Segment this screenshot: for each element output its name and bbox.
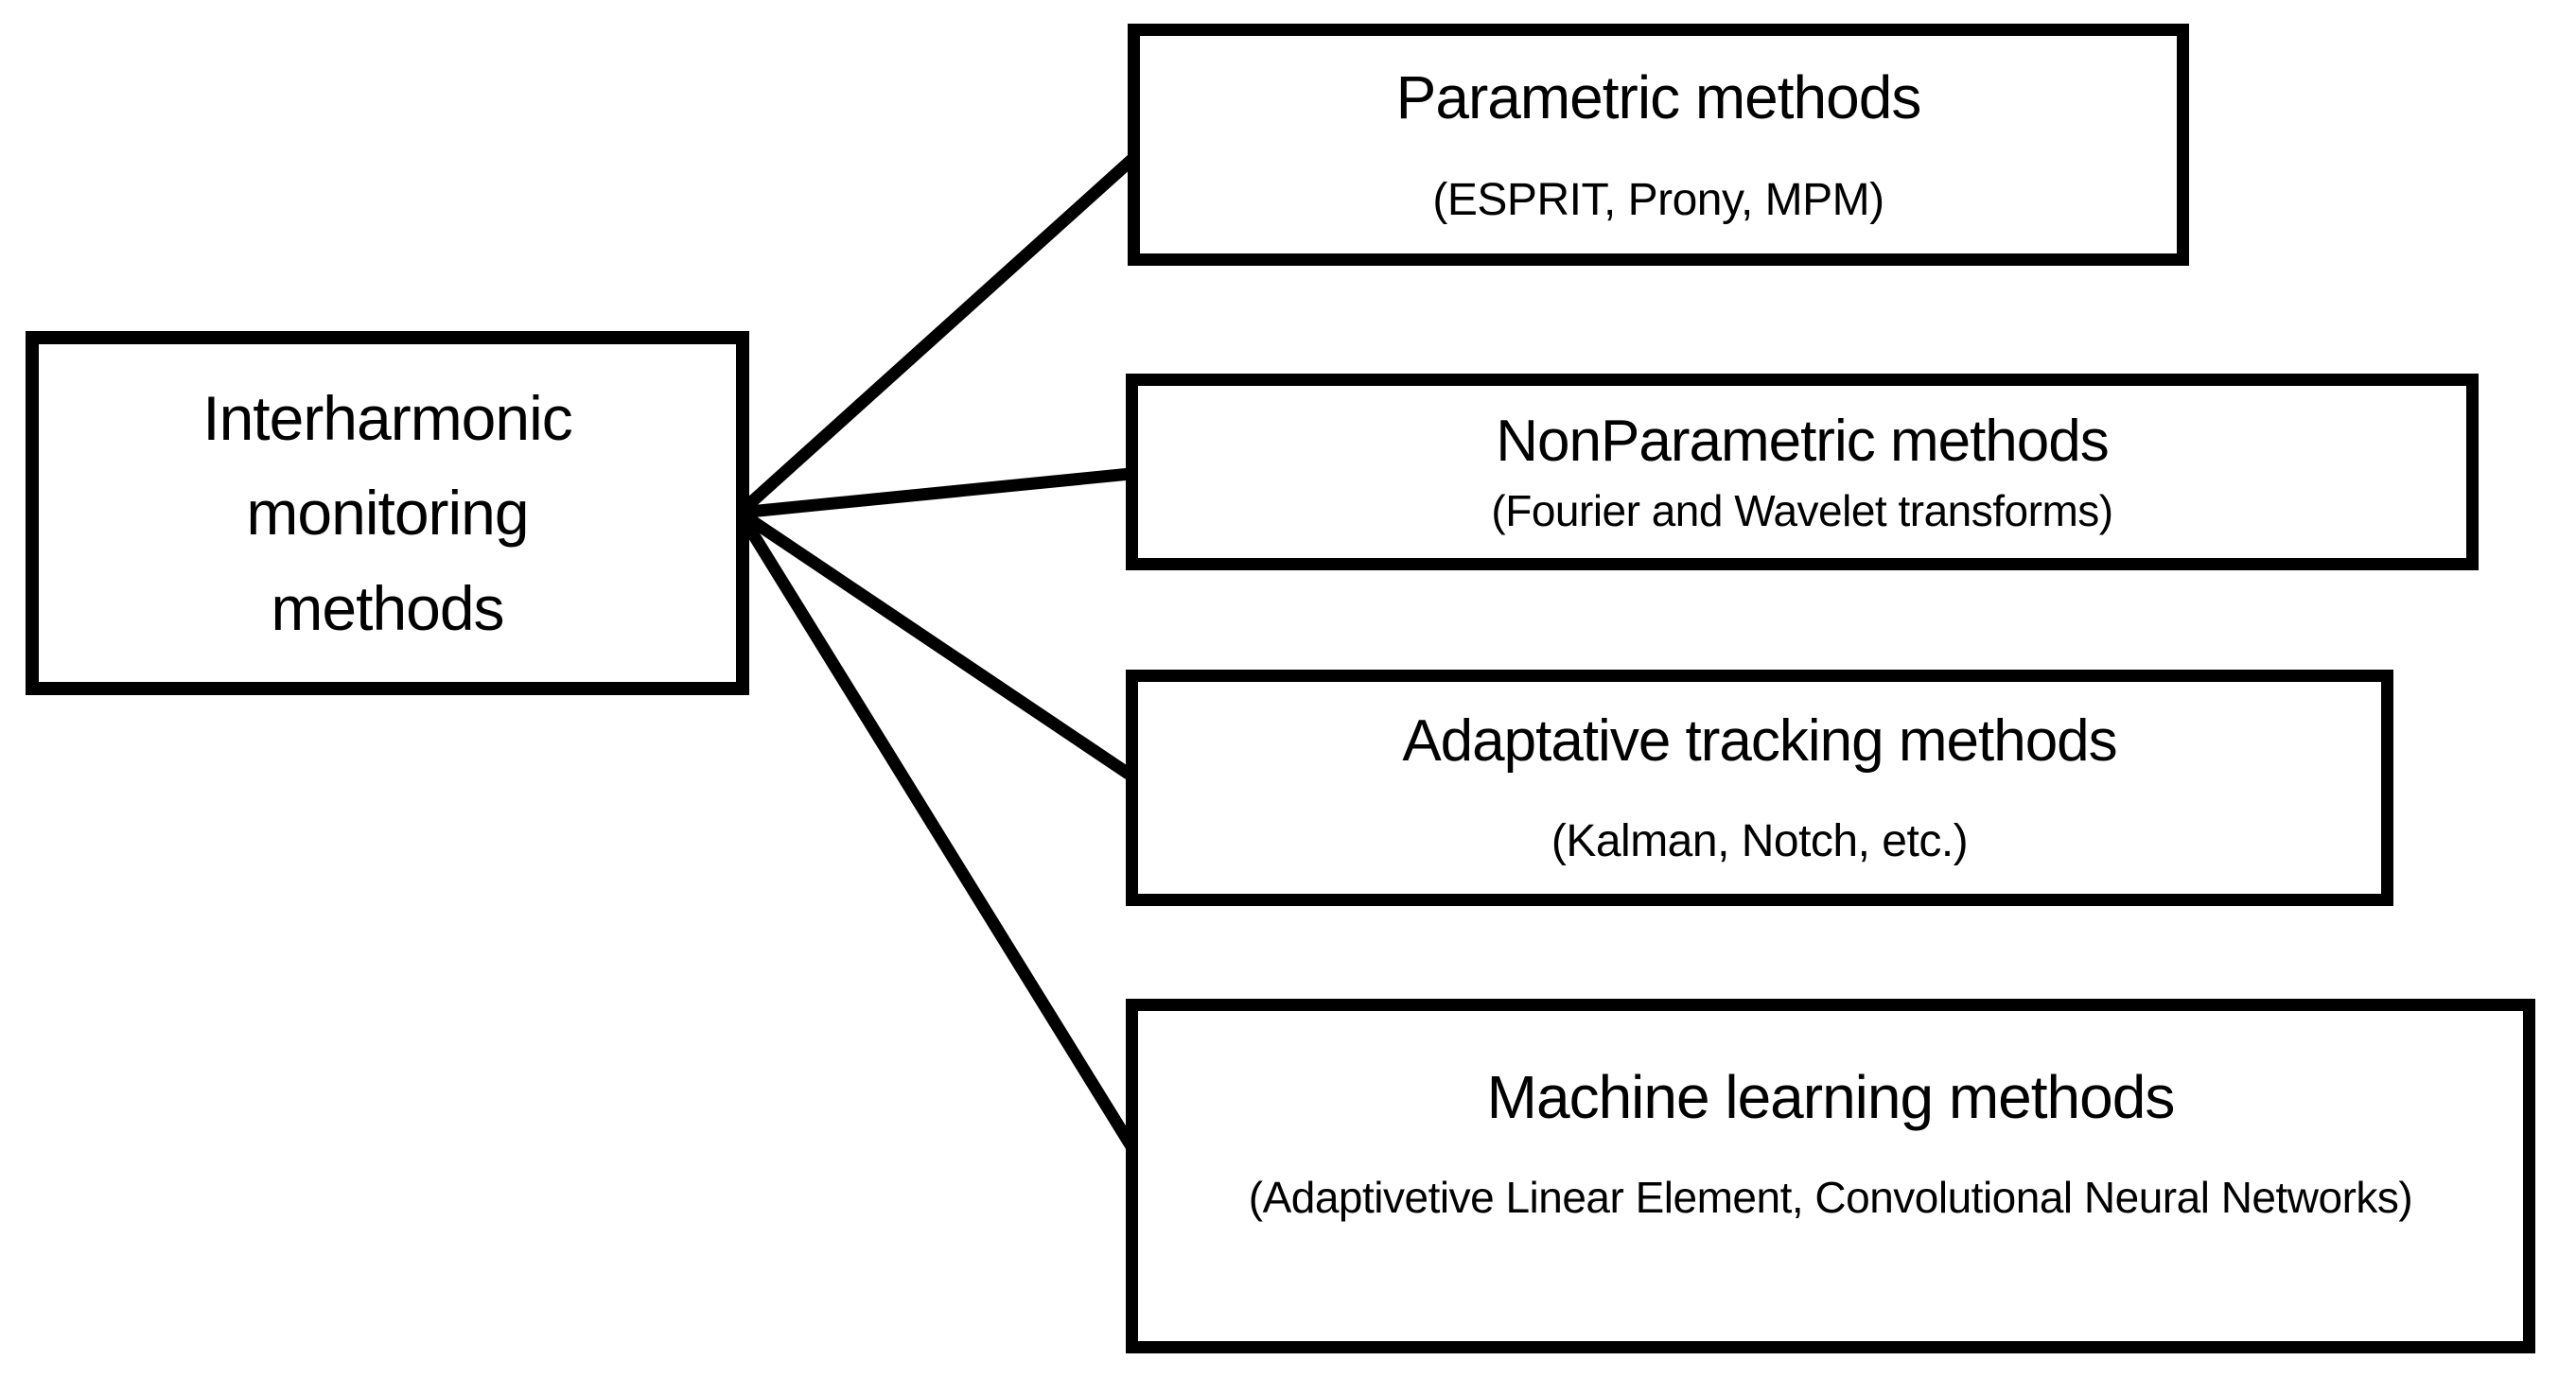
branch-adaptative-subtitle: (Kalman, Notch, etc.) — [1551, 815, 1969, 866]
branch-nonparametric-subtitle: (Fourier and Wavelet transforms) — [1491, 485, 2113, 535]
branch-parametric-subtitle: (ESPRIT, Prony, MPM) — [1432, 175, 1884, 226]
root-node-label: Interharmonic monitoring methods — [202, 383, 573, 643]
branch-parametric-title: Parametric methods — [1395, 62, 1922, 131]
branch-node-nonparametric: NonParametric methods (Fourier and Wavel… — [1126, 374, 2479, 570]
connector-root-to-parametric — [735, 139, 1154, 517]
root-node: Interharmonic monitoring methods — [26, 331, 749, 695]
branch-adaptative-title: Adaptative tracking methods — [1402, 707, 2117, 774]
connector-root-to-nonparametric — [739, 465, 1150, 519]
branch-node-adaptative-tracking: Adaptative tracking methods (Kalman, Not… — [1126, 670, 2393, 906]
connector-root-to-adaptative — [736, 507, 1153, 794]
branch-node-parametric: Parametric methods (ESPRIT, Prony, MPM) — [1128, 24, 2189, 266]
connector-root-to-machine-learning — [734, 509, 1155, 1179]
branch-ml-title: Machine learning methods — [1486, 1063, 2176, 1131]
branch-node-machine-learning: Machine learning methods (Adaptivetive L… — [1126, 999, 2535, 1353]
branch-ml-subtitle: (Adaptivetive Linear Element, Convolutio… — [1248, 1172, 2413, 1222]
branch-nonparametric-title: NonParametric methods — [1496, 408, 2109, 474]
